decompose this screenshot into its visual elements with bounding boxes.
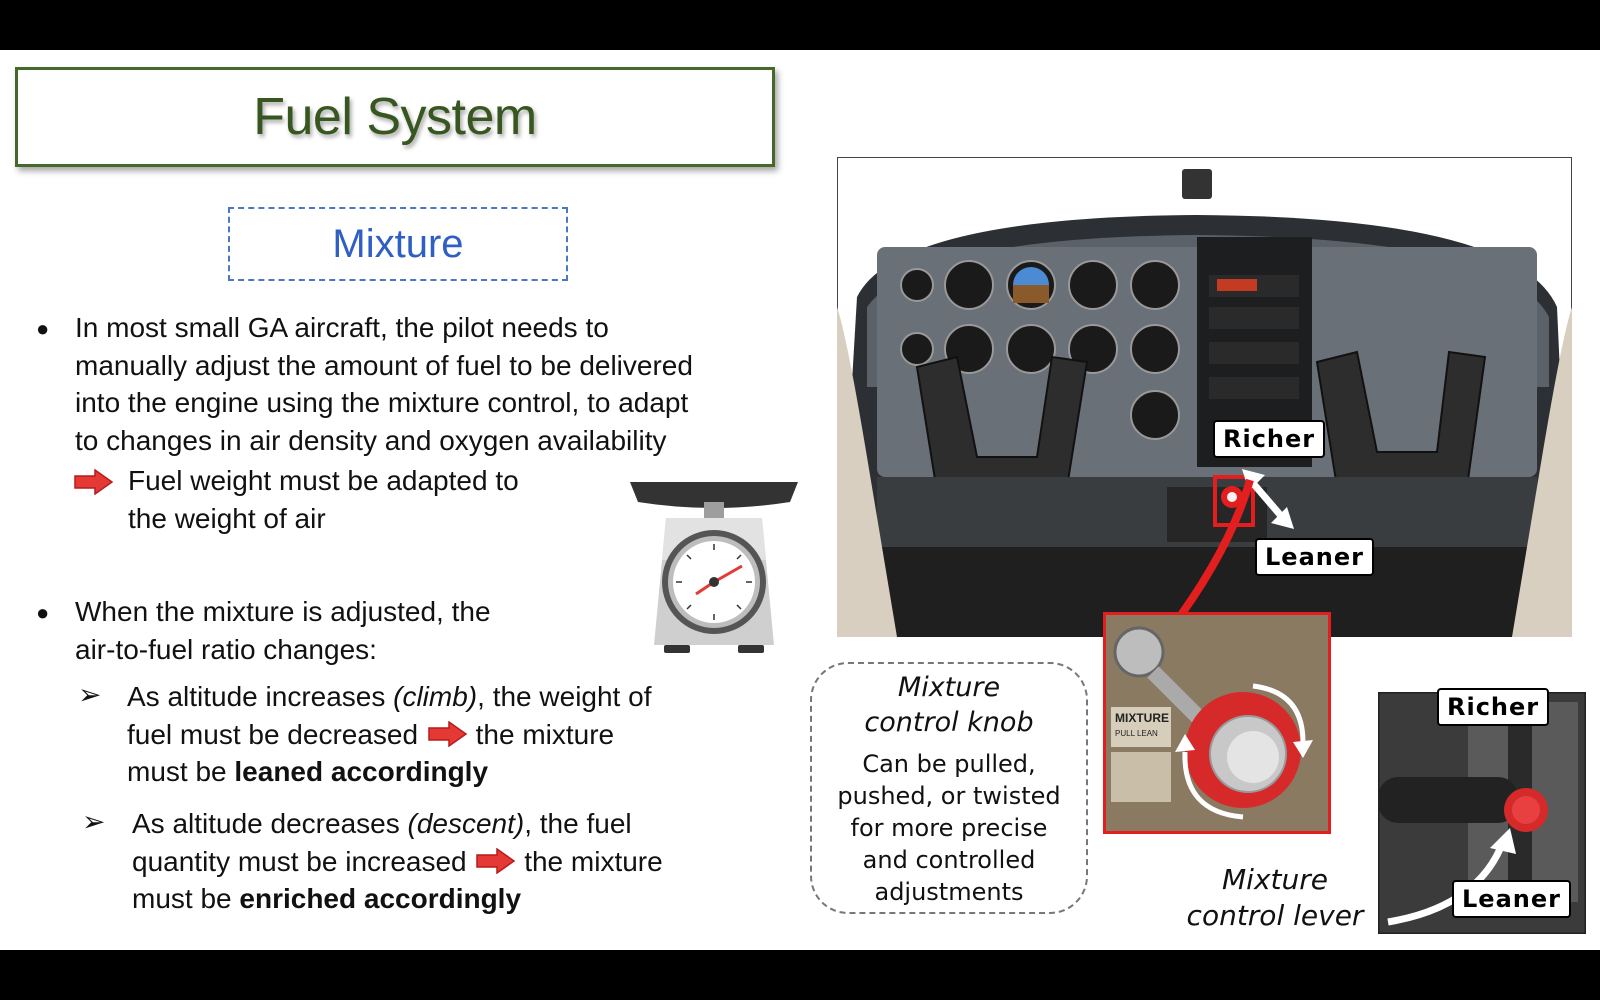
bullet1-line: manually adjust the amount of fuel to be… xyxy=(75,349,693,381)
slide-title: Fuel System xyxy=(253,88,537,146)
kitchen-scale-icon xyxy=(630,482,798,653)
mixture-knob-callout: Mixture control knob Can be pulled, push… xyxy=(810,662,1088,914)
text-span: quantity must be increased xyxy=(132,845,467,877)
text-span-bold: leaned accordingly xyxy=(234,756,489,787)
text-span: As altitude decreases xyxy=(132,808,408,839)
cockpit-photo xyxy=(837,157,1572,637)
text-span: must be xyxy=(132,883,240,914)
bullet-dot: ● xyxy=(36,316,50,341)
red-arrow-icon xyxy=(74,469,114,495)
bullet1-text: In most small GA aircraft, the pilot nee… xyxy=(75,309,693,459)
mixture-lever-label: Mixture control lever xyxy=(1170,862,1380,934)
text-span: must be xyxy=(127,756,235,787)
text-span-italic: (climb) xyxy=(393,681,478,712)
callout-desc-line: pushed, or twisted xyxy=(837,782,1061,810)
callout-desc-line: Can be pulled, xyxy=(862,750,1036,778)
red-arrow-icon xyxy=(476,847,516,874)
bullet2-line: air-to-fuel ratio changes: xyxy=(75,633,377,665)
callout-desc-line: adjustments xyxy=(874,878,1024,906)
text-span: As altitude increases xyxy=(127,681,394,712)
bullet-dot: ● xyxy=(36,600,50,625)
leaner-tag-top: Leaner xyxy=(1255,538,1374,576)
callout-description: Can be pulled, pushed, or twisted for mo… xyxy=(812,748,1086,908)
lever-label-line: control lever xyxy=(1186,899,1364,932)
richer-tag-lever: Richer xyxy=(1437,688,1550,726)
chevron-bullet-icon: ➢ xyxy=(82,806,106,837)
chevron-bullet-icon: ➢ xyxy=(78,679,102,710)
knob-sublabel: PULL LEAN xyxy=(1115,729,1158,738)
bullet2-text: When the mixture is adjusted, the air-to… xyxy=(75,593,491,668)
knob-label: MIXTURE xyxy=(1115,711,1169,725)
bullet1-line: In most small GA aircraft, the pilot nee… xyxy=(75,312,609,343)
callout-desc-line: for more precise xyxy=(850,814,1048,842)
text-span: fuel must be decreased xyxy=(127,718,419,750)
bullet2-item2: As altitude decreases (descent), the fue… xyxy=(132,805,663,918)
callout-name: Mixture control knob xyxy=(812,670,1086,740)
slide-subtitle: Mixture xyxy=(332,221,464,266)
text-span-bold: enriched accordingly xyxy=(239,883,522,914)
text-span: , the weight of xyxy=(477,681,652,712)
text-span: , the fuel xyxy=(524,808,632,839)
lever-label-line: Mixture xyxy=(1222,863,1328,896)
text-span: the mixture xyxy=(467,718,615,750)
callout-name-line: Mixture xyxy=(897,672,1001,703)
bullet1-sub-line: the weight of air xyxy=(128,502,326,534)
text-span: the mixture xyxy=(516,845,663,877)
text-span-italic: (descent) xyxy=(407,808,525,839)
bullet1-sub-text: Fuel weight must be adapted to the weigh… xyxy=(128,462,519,537)
richer-tag-top: Richer xyxy=(1213,420,1326,458)
title-box: Fuel System xyxy=(15,67,775,167)
callout-name-line: control knob xyxy=(864,707,1034,738)
bullet1-line: into the engine using the mixture contro… xyxy=(75,387,689,418)
subtitle-box: Mixture xyxy=(228,207,568,281)
bullet1-sub-line: Fuel weight must be adapted to xyxy=(128,465,519,496)
bullet1-line: to changes in air density and oxygen ava… xyxy=(75,424,667,456)
mixture-knob-photo: MIXTURE PULL LEAN xyxy=(1103,612,1331,834)
callout-desc-line: and controlled xyxy=(862,846,1036,874)
slide: Fuel System Mixture ● In most small GA a… xyxy=(0,50,1600,950)
bullet2-item1: As altitude increases (climb), the weigh… xyxy=(127,678,651,791)
bullet2-line: When the mixture is adjusted, the xyxy=(75,596,491,627)
red-arrow-icon xyxy=(428,720,468,747)
leaner-tag-lever: Leaner xyxy=(1452,880,1571,918)
